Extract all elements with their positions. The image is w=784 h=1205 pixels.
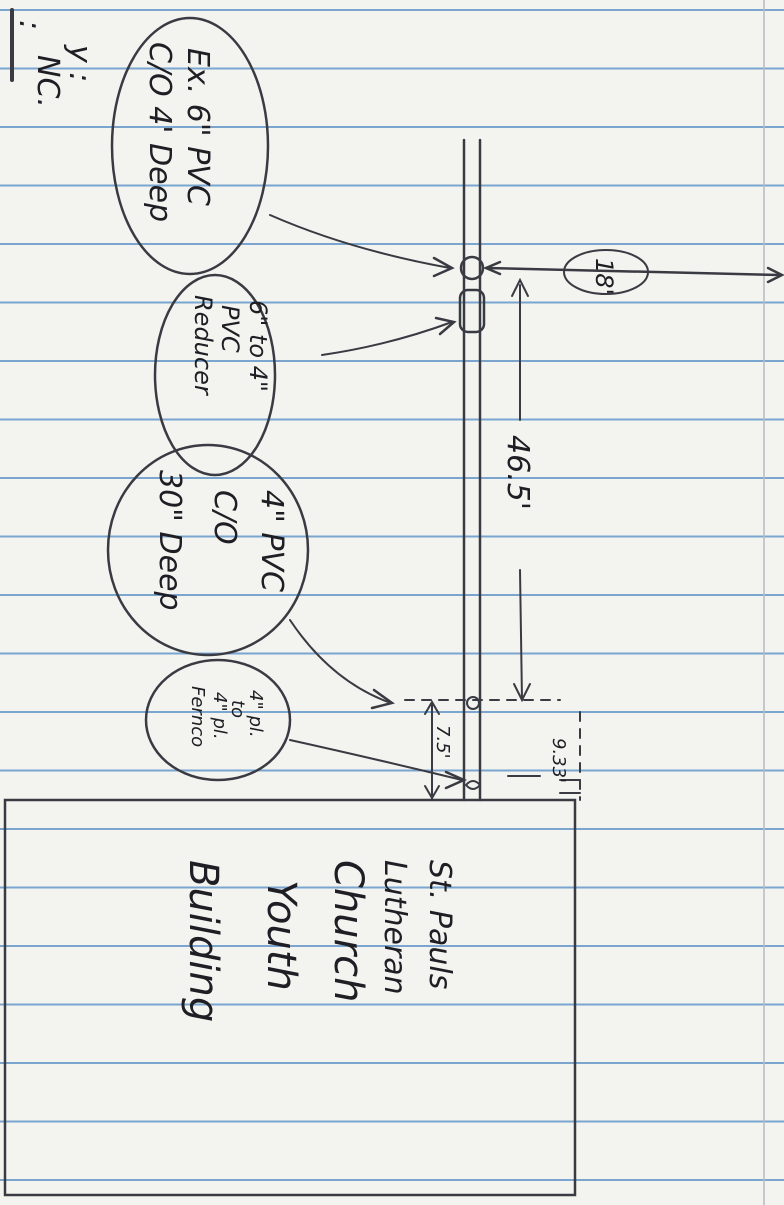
ruled-lines: [0, 9, 784, 1181]
note-fernco-line4: Fernco: [187, 686, 208, 747]
dim-46-5-line: 46.5': [500, 277, 535, 703]
corner-dashes: 7.5' 9.33': [404, 699, 581, 801]
note-reducer: 6" to 4" PVC Reducer: [153, 273, 457, 477]
youth-building: St. Pauls Lutheran Church Youth Building: [3, 798, 577, 1197]
building-line5: Building: [180, 860, 226, 1022]
note-4in-line1: 4" PVC: [254, 490, 289, 592]
note-fernco: 4" pl. to 4" pl. Fernco: [144, 658, 468, 790]
dim-46-5-label: 46.5': [500, 435, 535, 510]
note-existing-line1: Ex. 6" PVC: [180, 48, 215, 206]
sewer-pipe: [462, 138, 482, 802]
building-line2: Lutheran: [377, 860, 412, 995]
note-fernco-line3: 4" pl.: [209, 692, 230, 740]
dim-18-line: 18': [482, 249, 784, 295]
note-fernco-line1: 4" pl.: [245, 690, 266, 738]
note-4in-line3: 30" Deep: [152, 470, 187, 611]
dim-9-33-label: 9.33': [548, 738, 569, 783]
note-reducer-line2: PVC: [216, 305, 244, 353]
note-fernco-line2: to: [227, 700, 248, 718]
header-frag-c: y :: [62, 44, 97, 82]
note-reducer-line3: Reducer: [189, 295, 217, 397]
cleanout-4in-symbol: [466, 696, 480, 710]
reducer-symbol: [458, 288, 486, 334]
note-reducer-line1: 6" to 4": [244, 300, 272, 392]
dim-18-circle: [563, 249, 649, 295]
note-existing-line2: C/O 4' Deep: [142, 42, 177, 222]
header-frag-a: :: [12, 20, 47, 30]
building-line3: Church: [325, 860, 371, 1002]
dim-18-label: 18': [590, 258, 618, 295]
note-pipe-4in: 4" PVC C/O 30" Deep: [106, 443, 395, 710]
note-4in-line2: C/O: [207, 490, 242, 545]
dim-7-5-label: 7.5': [432, 725, 453, 759]
note-existing-pipe: Ex. 6" PVC C/O 4' Deep: [110, 16, 455, 278]
building-line4: Youth: [258, 880, 304, 991]
header-fragments: : NC. y :: [10, 8, 97, 108]
building-line1: St. Pauls: [422, 860, 457, 989]
fernco-coupling-symbol: [465, 780, 482, 790]
header-frag-b: NC.: [30, 55, 65, 108]
